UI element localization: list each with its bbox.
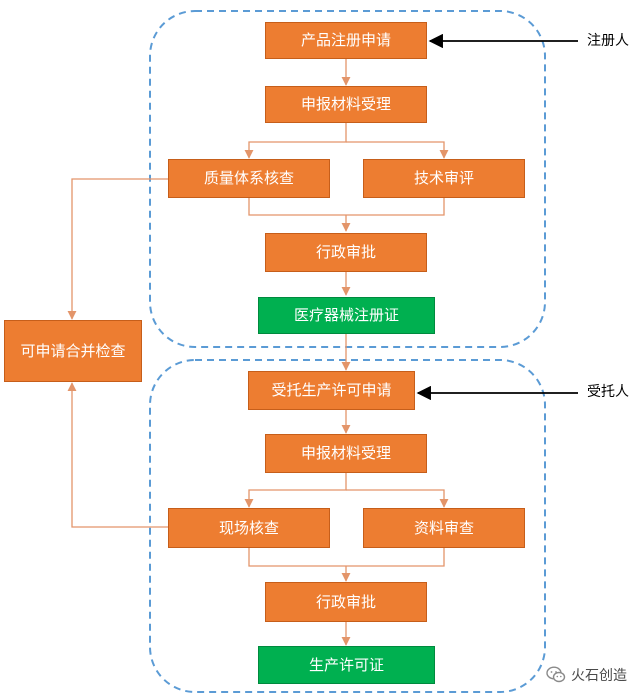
step-label: 技术审评 bbox=[413, 169, 474, 187]
step-label: 行政审批 bbox=[315, 243, 376, 261]
step-application-acceptance-2: 申报材料受理 bbox=[265, 434, 427, 473]
step-label: 现场核查 bbox=[218, 518, 279, 537]
step-product-registration-apply: 产品注册申请 bbox=[265, 22, 427, 59]
group-outline-contractor bbox=[149, 359, 546, 693]
watermark: 火石创造 bbox=[545, 664, 627, 686]
merge-label: 可申请合并检查 bbox=[20, 341, 126, 360]
connector bbox=[346, 141, 449, 159]
connector bbox=[244, 122, 347, 159]
step-label: 申报材料受理 bbox=[300, 444, 391, 462]
step-label: 生产许可证 bbox=[308, 655, 384, 674]
wechat-icon bbox=[545, 664, 567, 686]
step-onsite-inspection: 现场核查 bbox=[168, 508, 330, 548]
step-administrative-approval-2: 行政审批 bbox=[265, 582, 427, 622]
step-registration-certificate: 医疗器械注册证 bbox=[258, 297, 435, 334]
connector bbox=[244, 473, 347, 508]
connector bbox=[346, 489, 449, 508]
step-administrative-approval: 行政审批 bbox=[265, 233, 427, 272]
watermark-text: 火石创造 bbox=[571, 668, 627, 684]
step-label: 产品注册申请 bbox=[300, 31, 391, 49]
step-label: 受托生产许可申请 bbox=[271, 381, 392, 399]
connector-to-merge bbox=[67, 178, 168, 320]
connector bbox=[248, 198, 445, 216]
step-label: 资料审查 bbox=[413, 518, 474, 537]
registrant-label: 注册人 bbox=[587, 33, 629, 49]
step-label: 质量体系核查 bbox=[203, 169, 294, 187]
step-label: 行政审批 bbox=[315, 592, 376, 611]
contractor-label: 受托人 bbox=[587, 384, 629, 400]
step-production-license: 生产许可证 bbox=[258, 646, 435, 684]
connector-to-merge bbox=[67, 382, 168, 528]
step-label: 申报材料受理 bbox=[300, 95, 391, 113]
step-technical-review: 技术审评 bbox=[363, 159, 525, 198]
step-label: 医疗器械注册证 bbox=[293, 306, 399, 324]
step-application-acceptance: 申报材料受理 bbox=[265, 86, 427, 123]
step-document-review: 资料审查 bbox=[363, 508, 525, 548]
step-quality-system-check: 质量体系核查 bbox=[168, 159, 330, 198]
connector bbox=[248, 548, 445, 567]
merge-inspection-box: 可申请合并检查 bbox=[4, 320, 142, 382]
step-contract-manufacturing-apply: 受托生产许可申请 bbox=[248, 371, 415, 410]
